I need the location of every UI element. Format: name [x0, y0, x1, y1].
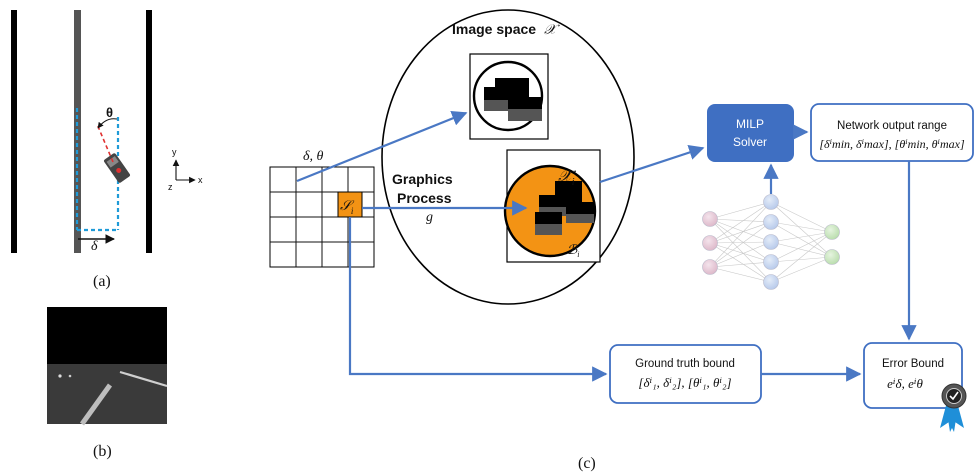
theta-label: θ — [106, 105, 113, 120]
nn-nodes — [702, 194, 840, 290]
image-box-bottom — [503, 149, 601, 263]
process-label: Process — [397, 190, 452, 206]
camera-image-road — [47, 364, 167, 424]
delta-label: δ — [91, 239, 98, 254]
camera-image-sky — [47, 307, 167, 364]
image-box-top — [469, 53, 549, 140]
arrow-grid-to-top-image — [296, 111, 468, 183]
image-space-ellipse — [381, 9, 635, 305]
image-space-label: Image space 𝒳 — [452, 21, 560, 38]
caption-b: (b) — [93, 443, 112, 460]
car-icon — [104, 153, 130, 183]
road-left-wall — [11, 10, 17, 253]
camera-lane-right — [119, 370, 168, 388]
certificate-badge-icon — [940, 383, 967, 432]
error-bound-box — [863, 342, 963, 409]
error-bound-formula: eⁱδ, eⁱθ — [887, 376, 923, 391]
panel-c: Image space 𝒳 δ, θ 𝒮i Graphics Process g — [269, 9, 974, 472]
error-bound-title: Error Bound — [882, 358, 944, 370]
arrow-cell-to-ground-truth — [348, 217, 608, 382]
ground-truth-box — [609, 344, 762, 404]
arrow-image-to-milp — [599, 145, 705, 184]
camera-lane-center — [79, 383, 113, 426]
process-symbol: g — [426, 210, 433, 225]
panel-a: θ δ y x z (a) — [11, 10, 203, 290]
axis-x-label: x — [198, 175, 203, 185]
parameter-grid — [269, 166, 375, 268]
caption-c: (c) — [578, 455, 596, 472]
network-range-title: Network output range — [837, 120, 947, 132]
network-range-box — [810, 103, 974, 162]
theta-arc — [97, 118, 118, 129]
grid-top-label: δ, θ — [303, 149, 324, 164]
bi-label: ℬi — [567, 242, 579, 259]
solver-label: Solver — [733, 135, 767, 149]
network-range-formula: [δⁱmin, δⁱmax], [θⁱmin, θⁱmax] — [819, 137, 965, 151]
neural-network — [709, 201, 833, 283]
axis-z-label: z — [168, 182, 173, 192]
graphics-label: Graphics — [392, 171, 453, 187]
axis-y-label: y — [172, 147, 177, 157]
milp-solver-box — [707, 104, 794, 162]
panel-b: (b) — [47, 307, 168, 460]
ground-truth-title: Ground truth bound — [635, 358, 735, 370]
caption-a: (a) — [93, 273, 111, 290]
milp-label: MILP — [736, 117, 764, 131]
road-right-wall — [146, 10, 152, 253]
camera-dot — [58, 374, 62, 378]
camera-dot-2 — [68, 374, 72, 378]
ground-truth-formula: [δⁱ₁, δⁱ₂], [θⁱ₁, θⁱ₂] — [638, 375, 731, 390]
